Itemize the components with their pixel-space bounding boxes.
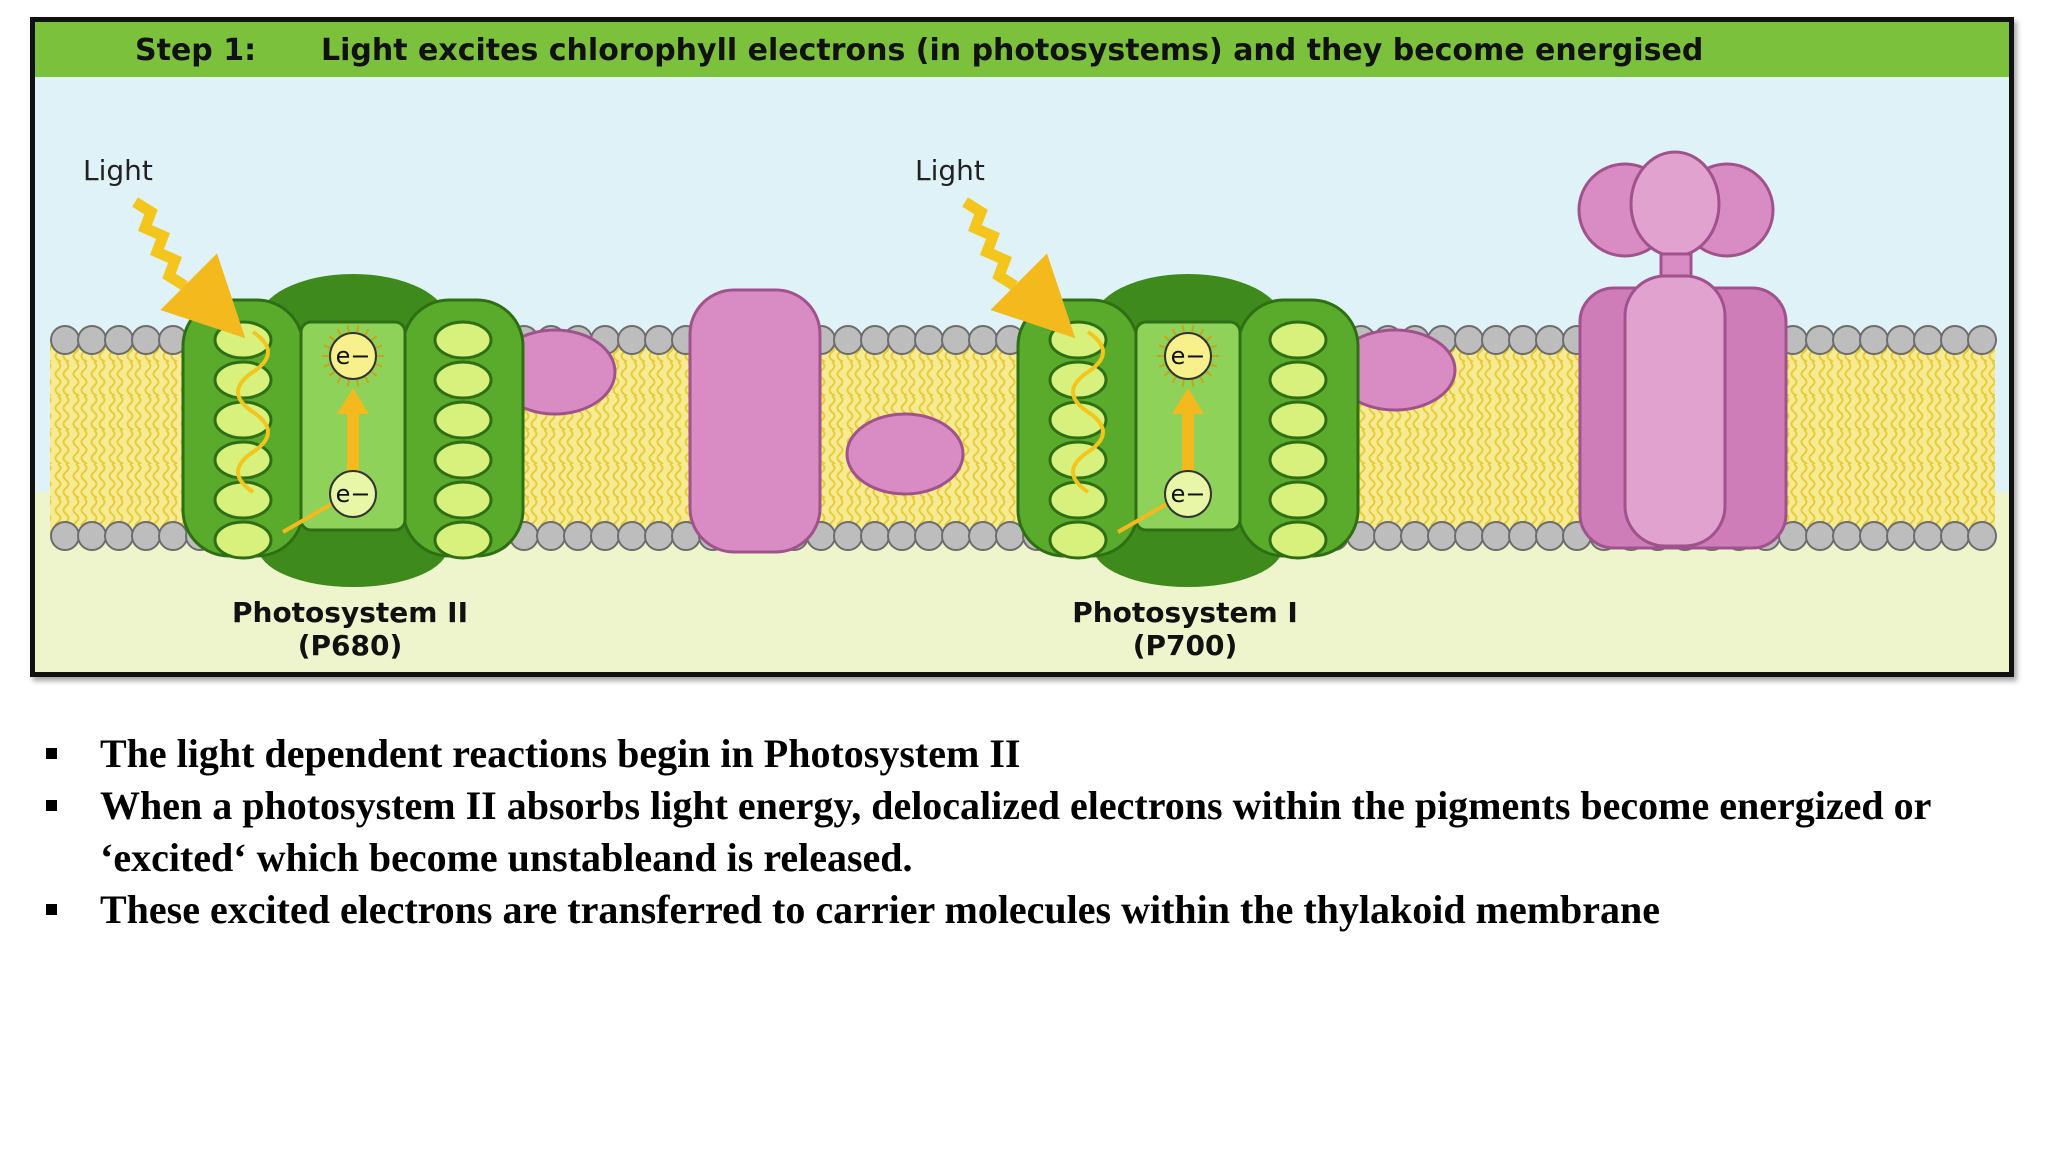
light-label: Light — [915, 154, 985, 187]
list-item: These excited electrons are transferred … — [40, 884, 2030, 936]
light-label: Light — [83, 154, 153, 187]
light-ray-icon — [132, 197, 246, 339]
photosystem-i-label: Photosystem I — [1072, 596, 1298, 629]
electron-label: e− — [1171, 480, 1206, 508]
membrane-protein — [493, 288, 1457, 554]
photosystem-ii: e− e− — [181, 274, 525, 587]
photosynthesis-diagram: Step 1: Light excites chlorophyll electr… — [30, 17, 2014, 677]
light-ray-icon — [962, 197, 1076, 339]
bullet-marker — [46, 748, 57, 759]
banner-title: Light excites chlorophyll electrons (in … — [321, 33, 1703, 68]
photosystem-ii-label: Photosystem II — [232, 596, 468, 629]
bullet-text: These excited electrons are transferred … — [100, 887, 1661, 932]
electron-label: e− — [336, 342, 371, 370]
electron-label: e− — [336, 480, 371, 508]
bullet-text: When a photosystem II absorbs light ener… — [100, 783, 1931, 880]
banner-step: Step 1: — [135, 33, 256, 68]
list-item: The light dependent reactions begin in P… — [40, 728, 2030, 780]
bullet-marker — [46, 800, 57, 811]
title-banner — [35, 22, 2009, 77]
bullet-text: The light dependent reactions begin in P… — [100, 731, 1021, 776]
atp-synthase — [1577, 150, 1788, 550]
photosystem-i-code: (P700) — [1133, 629, 1238, 662]
bullet-list: The light dependent reactions begin in P… — [40, 728, 2030, 936]
list-item: When a photosystem II absorbs light ener… — [40, 780, 2030, 884]
photosystem-ii-code: (P680) — [298, 629, 403, 662]
electron-label: e− — [1171, 342, 1206, 370]
photosystem-i: e− e− — [1016, 274, 1360, 587]
bullet-marker — [46, 904, 57, 915]
